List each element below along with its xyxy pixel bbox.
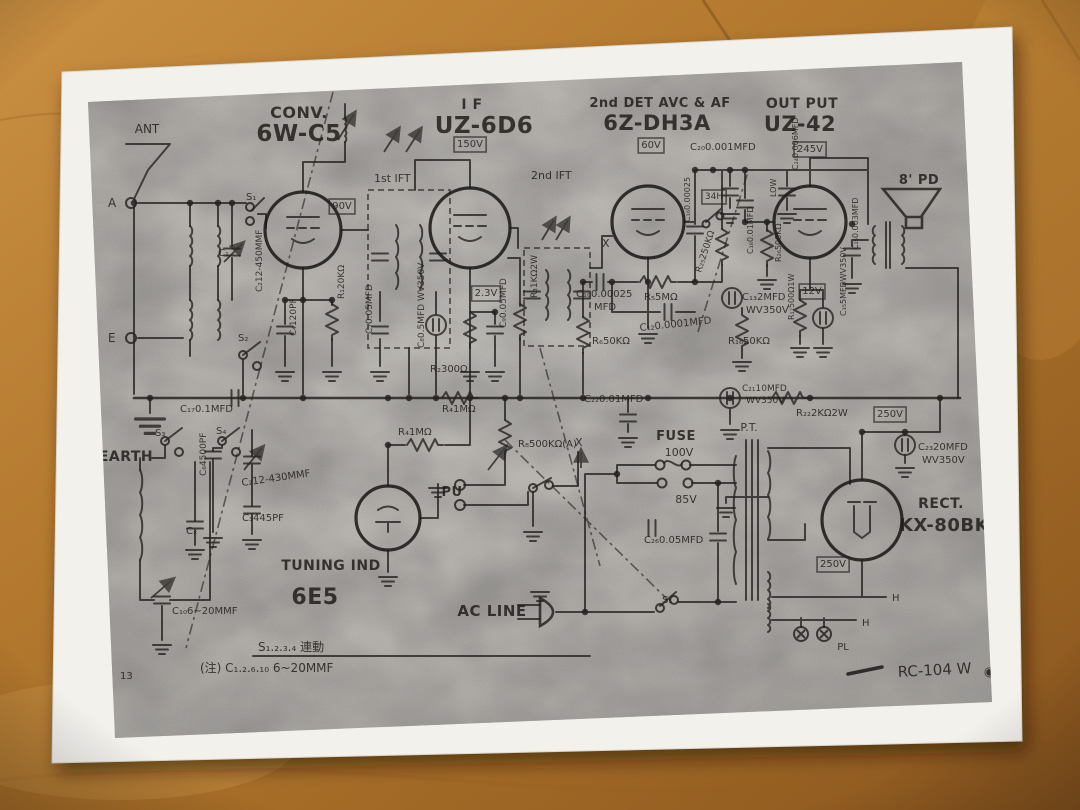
photo-scene: ANTAECONV.6W-C5I FUZ-6D62nd DET AVC & AF… <box>0 0 1080 810</box>
schematic-photo: ANTAECONV.6W-C5I FUZ-6D62nd DET AVC & AF… <box>0 0 1080 810</box>
photo-vignette <box>0 0 1080 810</box>
